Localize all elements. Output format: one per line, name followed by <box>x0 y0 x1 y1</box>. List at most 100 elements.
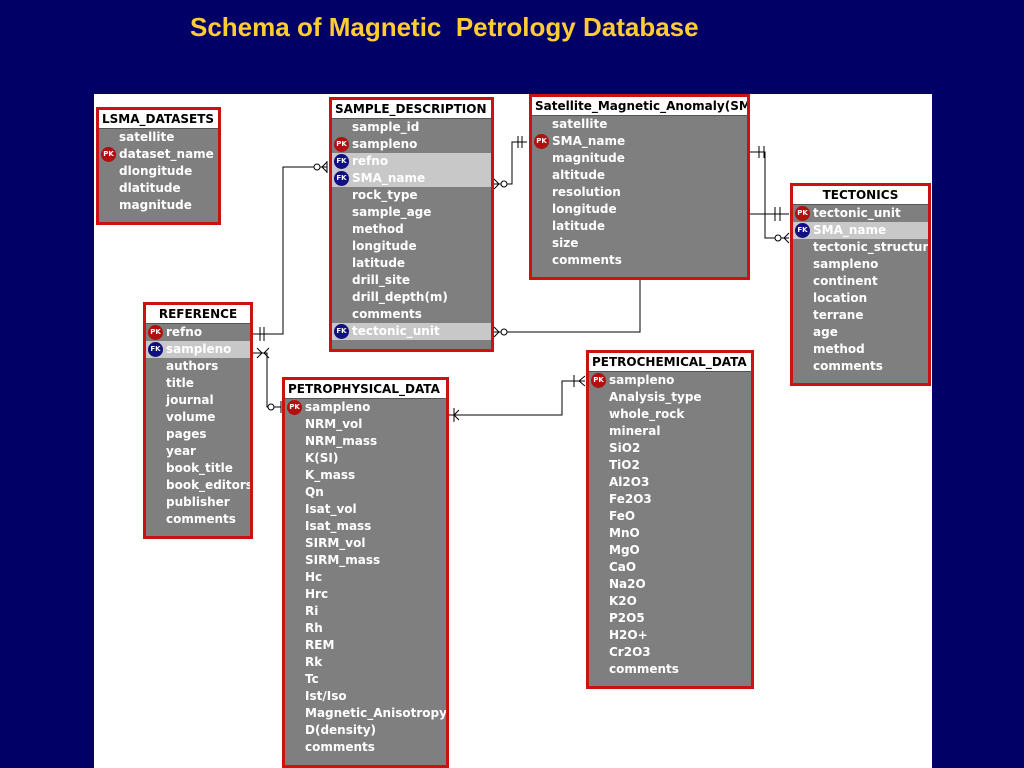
field-row[interactable]: SIRM_vol <box>285 535 446 552</box>
field-name: magnitude <box>119 198 192 212</box>
field-row[interactable]: latitude <box>332 255 491 272</box>
field-row[interactable]: P2O5 <box>589 610 751 627</box>
field-row[interactable]: MnO <box>589 525 751 542</box>
field-row[interactable]: comments <box>146 511 250 528</box>
field-row[interactable]: year <box>146 443 250 460</box>
field-row[interactable]: longitude <box>332 238 491 255</box>
field-row[interactable]: method <box>793 341 928 358</box>
field-row[interactable]: Hrc <box>285 586 446 603</box>
field-row[interactable]: location <box>793 290 928 307</box>
field-row[interactable]: Fe2O3 <box>589 491 751 508</box>
field-row[interactable]: D(density) <box>285 722 446 739</box>
field-row[interactable]: continent <box>793 273 928 290</box>
entity-title: PETROPHYSICAL_DATA <box>285 380 446 399</box>
field-row[interactable]: book_editors <box>146 477 250 494</box>
field-row[interactable]: Ist/Iso <box>285 688 446 705</box>
field-row[interactable]: Cr2O3 <box>589 644 751 661</box>
field-row[interactable]: method <box>332 221 491 238</box>
field-row[interactable]: sample_age <box>332 204 491 221</box>
field-row[interactable]: comments <box>285 739 446 756</box>
field-row[interactable]: Rh <box>285 620 446 637</box>
field-row[interactable]: Qn <box>285 484 446 501</box>
field-row[interactable]: K(SI) <box>285 450 446 467</box>
field-row[interactable]: size <box>532 235 747 252</box>
field-row[interactable]: Hc <box>285 569 446 586</box>
field-row[interactable]: comments <box>532 252 747 269</box>
field-row[interactable]: authors <box>146 358 250 375</box>
field-row[interactable]: rock_type <box>332 187 491 204</box>
field-row[interactable]: title <box>146 375 250 392</box>
field-row[interactable]: dlatitude <box>99 180 218 197</box>
field-row[interactable]: CaO <box>589 559 751 576</box>
field-row[interactable]: volume <box>146 409 250 426</box>
field-row[interactable]: pages <box>146 426 250 443</box>
field-row[interactable]: H2O+ <box>589 627 751 644</box>
field-row[interactable]: drill_site <box>332 272 491 289</box>
field-name: Tc <box>305 672 319 686</box>
field-row[interactable]: Ri <box>285 603 446 620</box>
field-row[interactable]: K_mass <box>285 467 446 484</box>
field-row[interactable]: comments <box>793 358 928 375</box>
field-name: dlatitude <box>119 181 181 195</box>
field-name: dlongitude <box>119 164 193 178</box>
field-row[interactable]: comments <box>332 306 491 323</box>
field-row[interactable]: comments <box>589 661 751 678</box>
field-row[interactable]: Isat_vol <box>285 501 446 518</box>
field-row[interactable]: SIRM_mass <box>285 552 446 569</box>
field-row[interactable]: satellite <box>532 116 747 133</box>
entity-satellite-magnetic-anomaly[interactable]: Satellite_Magnetic_Anomaly(SMA) satellit… <box>529 94 750 280</box>
field-row[interactable]: REM <box>285 637 446 654</box>
field-row[interactable]: NRM_vol <box>285 416 446 433</box>
field-row[interactable]: Analysis_type <box>589 389 751 406</box>
field-row[interactable]: book_title <box>146 460 250 477</box>
field-row[interactable]: age <box>793 324 928 341</box>
field-row[interactable]: MgO <box>589 542 751 559</box>
field-row[interactable]: terrane <box>793 307 928 324</box>
field-row[interactable]: publisher <box>146 494 250 511</box>
field-row[interactable]: sample_id <box>332 119 491 136</box>
field-row[interactable]: TiO2 <box>589 457 751 474</box>
field-row[interactable]: whole_rock <box>589 406 751 423</box>
field-row[interactable]: magnitude <box>99 197 218 214</box>
field-row[interactable]: resolution <box>532 184 747 201</box>
field-row[interactable]: K2O <box>589 593 751 610</box>
field-row[interactable]: longitude <box>532 201 747 218</box>
field-row[interactable]: FeO <box>589 508 751 525</box>
field-row[interactable]: Tc <box>285 671 446 688</box>
field-row[interactable]: drill_depth(m) <box>332 289 491 306</box>
field-row[interactable]: dlongitude <box>99 163 218 180</box>
field-row[interactable]: Magnetic_Anisotropy <box>285 705 446 722</box>
field-row[interactable]: sampleno <box>793 256 928 273</box>
field-row[interactable]: SiO2 <box>589 440 751 457</box>
field-row[interactable]: journal <box>146 392 250 409</box>
field-row[interactable]: magnitude <box>532 150 747 167</box>
field-row[interactable]: satellite <box>99 129 218 146</box>
field-row[interactable]: Na2O <box>589 576 751 593</box>
field-row[interactable]: Isat_mass <box>285 518 446 535</box>
field-row[interactable]: NRM_mass <box>285 433 446 450</box>
field-row[interactable]: tectonic_structure <box>793 239 928 256</box>
field-row[interactable]: Al2O3 <box>589 474 751 491</box>
field-row[interactable]: mineral <box>589 423 751 440</box>
field-row[interactable]: latitude <box>532 218 747 235</box>
field-row[interactable]: altitude <box>532 167 747 184</box>
field-row[interactable]: Rk <box>285 654 446 671</box>
